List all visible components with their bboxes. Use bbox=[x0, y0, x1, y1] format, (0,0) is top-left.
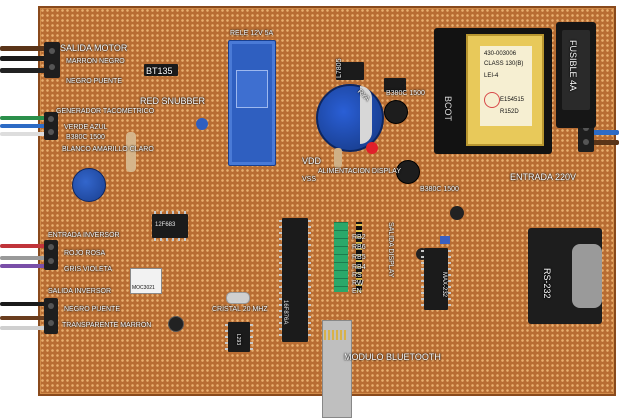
label-transformer-block: BCOT bbox=[443, 96, 453, 122]
label-rojo-rosa: ROJO ROSA bbox=[64, 250, 106, 257]
label-generador: GENERADOR TACOMETRICO bbox=[56, 108, 155, 115]
motor-wire-black bbox=[0, 56, 52, 61]
label-chip-l293: L293 bbox=[235, 334, 241, 346]
inverter-wire-red bbox=[0, 244, 50, 248]
label-negro-puente: NEGRO PUENTE bbox=[66, 78, 123, 85]
label-transparente-marron: TRANSPARENTE MARRON bbox=[62, 322, 152, 329]
chip-l293 bbox=[225, 322, 253, 352]
label-max232: MAX-232 bbox=[441, 272, 447, 298]
label-transformer-class: CLASS 130(B) bbox=[484, 61, 524, 67]
motor-wire-brown bbox=[0, 46, 52, 51]
label-gris-violeta: GRIS VIOLETA bbox=[64, 266, 113, 273]
label-b380c-top: B380C 1500 bbox=[386, 90, 425, 97]
terminal-block-motor bbox=[44, 42, 60, 78]
display-terminal bbox=[334, 222, 348, 292]
chip-16f876a: 16F876A bbox=[279, 218, 311, 342]
fuse-body bbox=[562, 30, 590, 110]
capacitor-large bbox=[316, 84, 384, 152]
terminal-block-inverter-in bbox=[44, 240, 58, 270]
label-vdd: VDD bbox=[302, 156, 322, 166]
chip-16f876a-label: 16F876A bbox=[282, 300, 288, 325]
transformer-label bbox=[480, 46, 532, 126]
resistor-3 bbox=[440, 236, 450, 244]
label-entrada-inversor: ENTRADA INVERSOR bbox=[48, 232, 120, 239]
chip-12f683: 12F683 bbox=[152, 211, 188, 241]
tacho-wire-blue bbox=[0, 124, 52, 128]
triac-bt135 bbox=[144, 64, 178, 76]
label-b380c-right: B380C 1500 bbox=[420, 186, 459, 193]
label-l7805: L7805 bbox=[336, 58, 343, 78]
label-entrada-220: ENTRADA 220V bbox=[510, 172, 577, 182]
tacho-wire-green bbox=[0, 116, 52, 120]
label-marron-negro: MARRON NEGRO bbox=[66, 58, 125, 65]
label-en: EN bbox=[352, 288, 362, 295]
moc-socket bbox=[130, 268, 162, 294]
capacitor-small-5 bbox=[168, 316, 184, 332]
terminal-block-mains bbox=[578, 120, 594, 152]
label-salida-display: SALIDA DISPLAY bbox=[387, 222, 394, 278]
label-rele: RELE 12V 5A bbox=[230, 30, 274, 37]
capacitor-left bbox=[72, 168, 106, 202]
crystal-20mhz bbox=[226, 292, 250, 304]
resistor-2 bbox=[334, 148, 342, 168]
label-b380c-left: B380C 1500 bbox=[66, 134, 105, 141]
terminal-block-tacho bbox=[44, 112, 58, 140]
label-transformer-file: E154515 bbox=[500, 97, 525, 103]
label-rs: RS bbox=[352, 272, 362, 279]
capacitor-stripe bbox=[360, 86, 372, 144]
output-wire-brown bbox=[0, 316, 50, 320]
label-cristal: CRISTAL 20 MHZ bbox=[212, 306, 268, 313]
label-rb5: RB5 bbox=[352, 254, 366, 261]
output-wire-black bbox=[0, 302, 50, 306]
label-rb4: RB4 bbox=[352, 264, 366, 271]
chip-12f683-label: 12F683 bbox=[155, 222, 176, 228]
display-header bbox=[356, 222, 362, 292]
led-red bbox=[366, 142, 378, 154]
label-rb6: RB6 bbox=[352, 244, 366, 251]
capacitor-small-2 bbox=[396, 160, 420, 184]
relay-contact bbox=[236, 70, 268, 108]
label-rs232: RS-232 bbox=[542, 268, 552, 299]
inverter-wire-grey bbox=[0, 256, 50, 260]
label-transformer-line: LEI-4 bbox=[484, 73, 499, 79]
resistor-snubber bbox=[126, 132, 136, 172]
label-vss: VSS bbox=[302, 176, 317, 183]
label-transformer-model: 430-003006 bbox=[484, 51, 517, 57]
motor-wire-black-2 bbox=[0, 68, 52, 73]
label-moc: MOC3021 bbox=[132, 285, 155, 291]
label-transformer-code: R152D bbox=[500, 109, 519, 115]
output-wire-clear bbox=[0, 326, 50, 330]
inverter-wire-violet bbox=[0, 264, 50, 268]
regulator-l7805 bbox=[336, 62, 364, 80]
capacitor-small-3 bbox=[450, 206, 464, 220]
bridge-rectifier-top bbox=[384, 78, 406, 92]
mains-wire-brown bbox=[588, 140, 619, 145]
terminal-block-inverter-out bbox=[44, 298, 58, 334]
db9-face bbox=[572, 244, 602, 308]
chip-max232 bbox=[421, 248, 451, 310]
capacitor-small-1 bbox=[384, 100, 408, 124]
mains-wire-blue bbox=[588, 130, 619, 135]
label-salida-motor: SALIDA MOTOR bbox=[60, 43, 128, 53]
transformer-ul-mark bbox=[484, 92, 500, 108]
label-modulo-bt: MODULO BLUETOOTH bbox=[344, 352, 441, 362]
label-blanco-amarillo: BLANCO AMARILLO CLARO bbox=[62, 146, 154, 153]
label-rw: RW bbox=[352, 280, 364, 287]
label-salida-inversor: SALIDA INVERSOR bbox=[48, 288, 112, 295]
label-rb2: RB2 bbox=[352, 234, 366, 241]
capacitor-blue-small bbox=[196, 118, 208, 130]
label-alimentacion: ALIMENTACION DISPLAY bbox=[318, 168, 401, 175]
label-red-snubber: RED SNUBBER bbox=[140, 96, 206, 106]
label-verde-azul: VERDE AZUL bbox=[64, 124, 108, 131]
label-negro-puente-2: NEGRO PUENTE bbox=[64, 306, 121, 313]
label-bt135: BT135 bbox=[146, 66, 173, 76]
bluetooth-pins bbox=[324, 330, 346, 340]
label-fusible: FUSIBLE 4A bbox=[568, 40, 578, 92]
tacho-wire-white bbox=[0, 132, 52, 136]
